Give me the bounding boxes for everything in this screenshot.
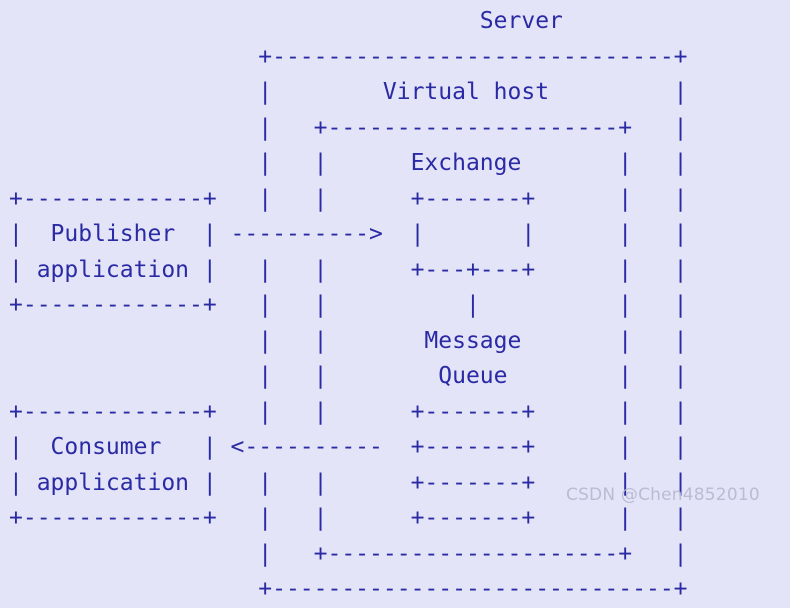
ascii-architecture-diagram: Server +-----------------------------+ |…	[9, 8, 760, 602]
csdn-watermark: CSDN @Chen4852010	[566, 485, 760, 505]
